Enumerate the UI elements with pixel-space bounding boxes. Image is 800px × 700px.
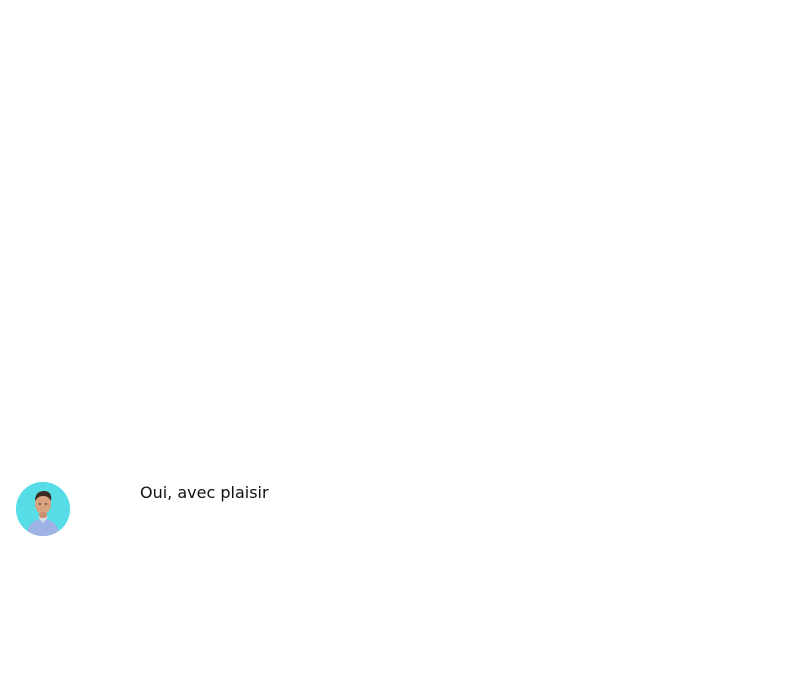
person-avatar-icon bbox=[16, 482, 70, 536]
message-text: Oui, avec plaisir bbox=[140, 483, 269, 502]
chat-message: Oui, avec plaisir bbox=[16, 482, 776, 542]
avatar bbox=[16, 482, 70, 536]
